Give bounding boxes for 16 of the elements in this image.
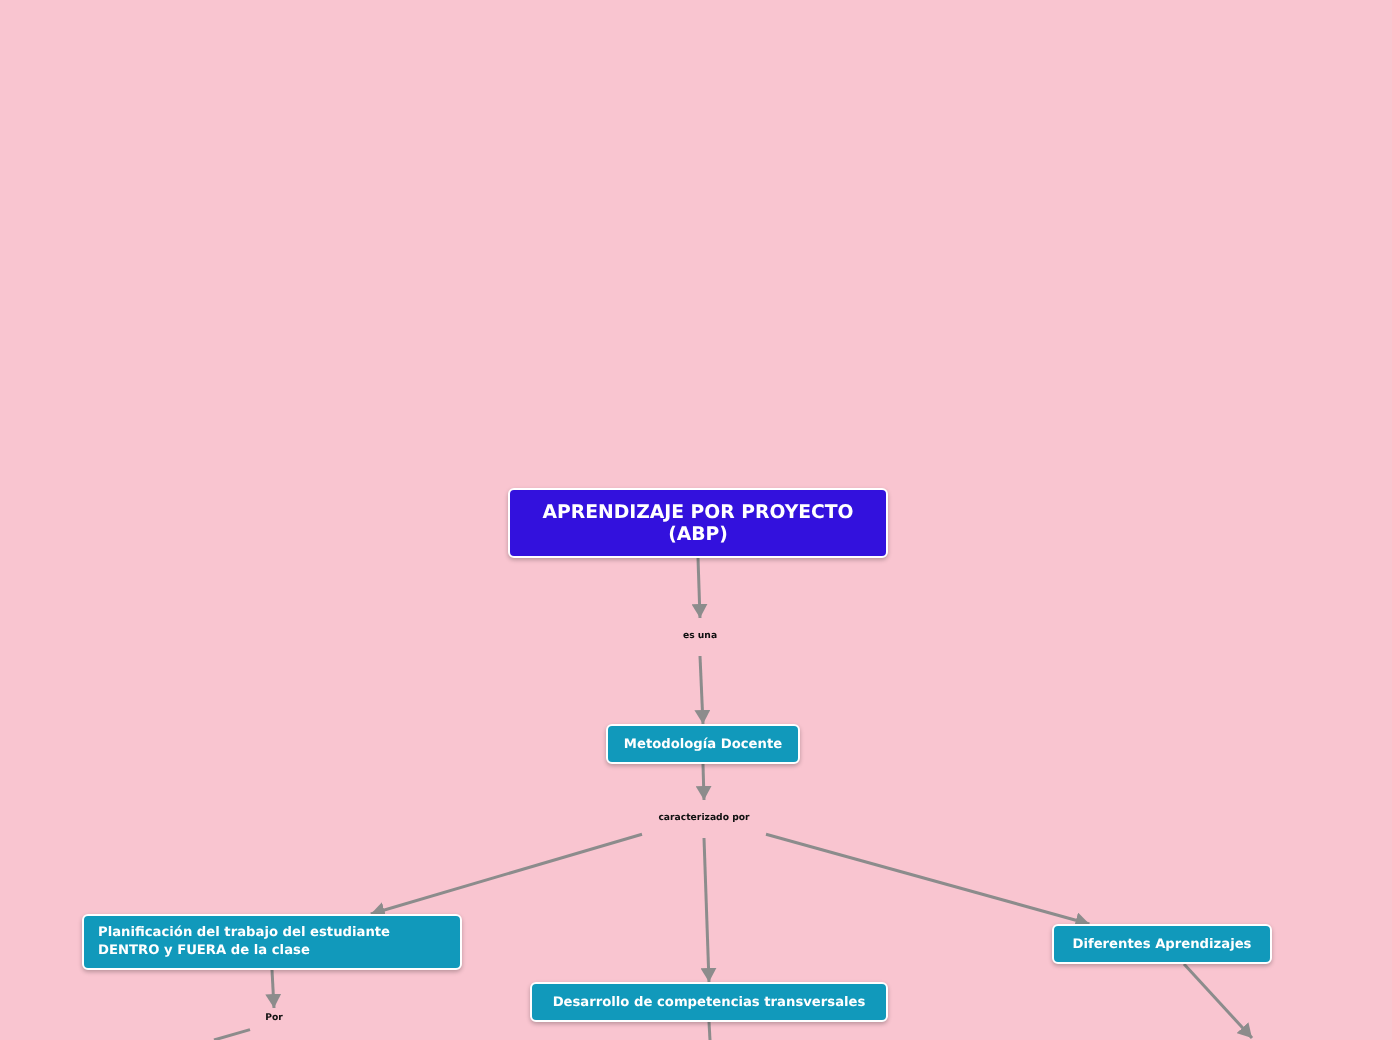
arrow xyxy=(694,655,711,725)
arrow xyxy=(765,832,1090,928)
arrow xyxy=(700,837,717,983)
arrow xyxy=(691,557,708,619)
concept-box xyxy=(82,914,462,970)
arrow xyxy=(1182,963,1254,1039)
connector-line xyxy=(213,1028,251,1040)
topic-box xyxy=(508,488,888,558)
arrow xyxy=(265,969,282,1009)
concept-box xyxy=(530,982,888,1022)
arrow xyxy=(695,763,712,801)
arrow xyxy=(370,832,643,918)
concept-box xyxy=(1052,924,1272,964)
concept-box xyxy=(606,724,800,764)
connector-line xyxy=(707,1021,712,1040)
node-label: APRENDIZAJE POR PROYECTO (ABP) xyxy=(540,501,856,545)
